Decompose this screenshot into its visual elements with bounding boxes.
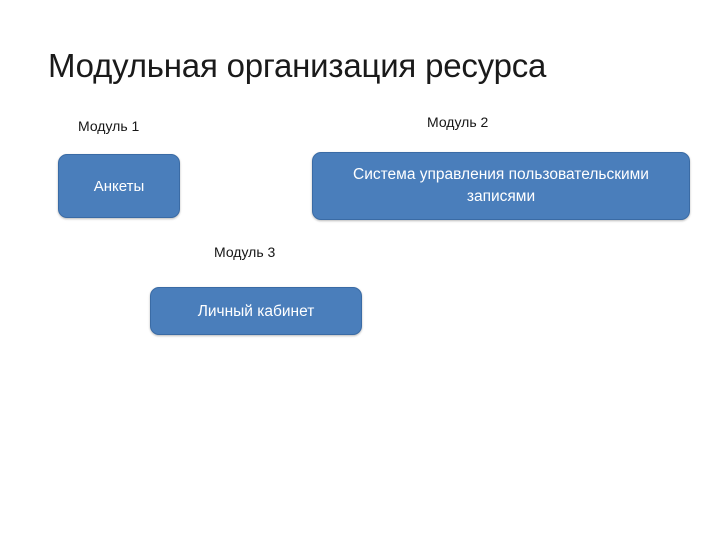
module-2-label: Модуль 2 — [427, 114, 489, 130]
module-2-box[interactable]: Система управления пользовательскими зап… — [312, 152, 690, 220]
module-1-box-text: Анкеты — [93, 177, 145, 195]
module-2-box-text: Система управления пользовательскими зап… — [353, 166, 649, 205]
module-1-box[interactable]: Анкеты — [58, 154, 180, 218]
module-1-label: Модуль 1 — [78, 118, 140, 134]
module-3-label: Модуль 3 — [214, 244, 276, 260]
module-3-box-text: Личный кабинет — [197, 302, 315, 320]
module-3-box[interactable]: Личный кабинет — [150, 287, 362, 335]
page-title: Модульная организация ресурса — [48, 47, 547, 84]
